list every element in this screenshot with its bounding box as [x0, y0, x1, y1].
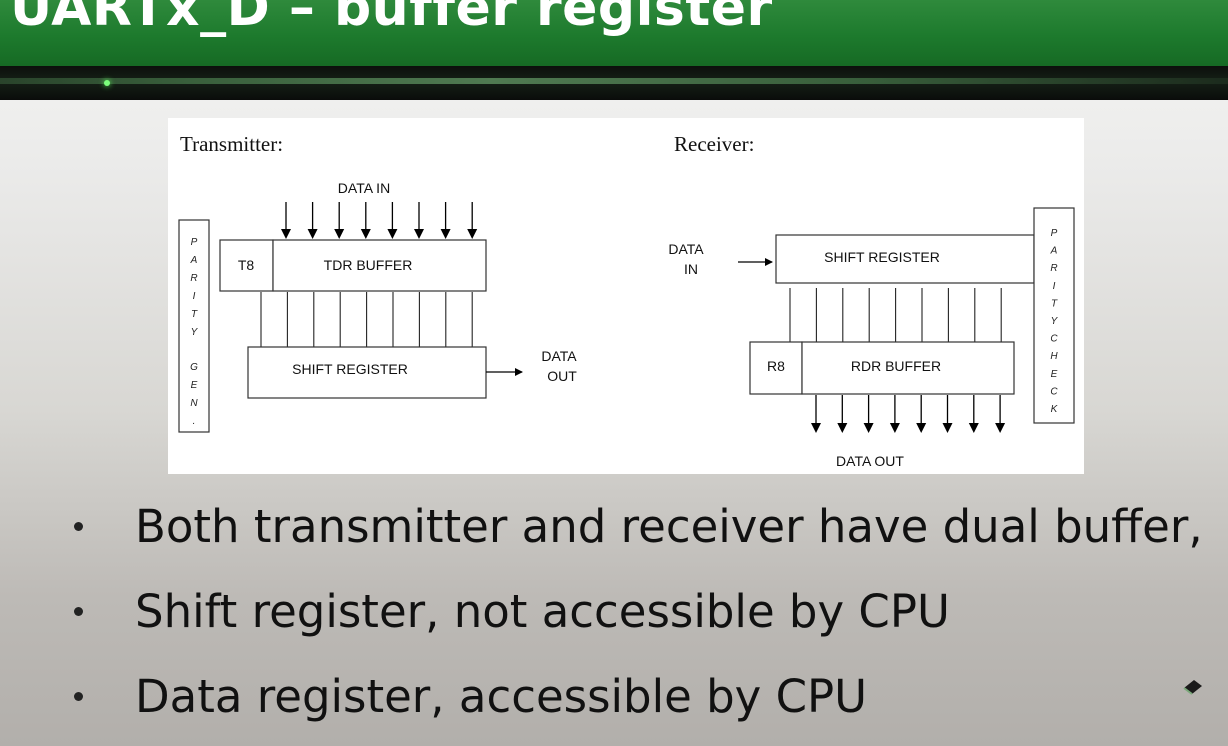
rx-parity-letter: R — [1050, 263, 1057, 274]
r8-box — [749, 341, 803, 395]
receiver-heading: Receiver: — [674, 132, 754, 156]
rx-data-in-label-1: DATA — [668, 241, 704, 257]
rx-data-in-label-2: IN — [684, 261, 698, 277]
tx-data-in-arrow-head — [334, 229, 345, 239]
tx-data-in-arrow-head — [281, 229, 291, 239]
bullet-dot — [74, 607, 83, 616]
tdr-buffer-label: TDR BUFFER — [324, 257, 413, 273]
tx-data-in-arrow-head — [307, 229, 318, 239]
t8-label: T8 — [238, 257, 255, 273]
glow-dot — [104, 80, 110, 86]
bullet-text: Data register, accessible by CPU — [135, 670, 868, 723]
rdr-buffer-box — [801, 341, 1015, 395]
tx-shift-register-box — [247, 346, 487, 399]
rx-parallel-lines — [789, 288, 1002, 342]
tx-parity-letter: P — [191, 237, 198, 248]
rx-data-out-label: DATA OUT — [836, 453, 904, 469]
decorative-band — [0, 66, 1228, 100]
rx-data-out-arrows — [811, 395, 1006, 433]
tx-data-in-arrows — [281, 202, 478, 239]
rx-parity-letter: P — [1051, 228, 1058, 239]
tx-parity-letter: . — [193, 416, 196, 427]
rx-parity-letter: Y — [1051, 316, 1059, 327]
r8-label: R8 — [767, 358, 785, 374]
rx-data-out-arrow-head — [916, 423, 927, 433]
rx-parity-letter: E — [1051, 369, 1058, 380]
rx-parity-letter: I — [1053, 281, 1056, 292]
tx-parity-gen-box — [178, 219, 210, 433]
rx-data-out-arrow-head — [811, 423, 821, 433]
rdr-buffer-label: RDR BUFFER — [851, 358, 941, 374]
tx-data-in-arrow-head — [440, 229, 451, 239]
tx-data-in-label: DATA IN — [338, 180, 390, 196]
bullet-text: Both transmitter and receiver have dual … — [135, 500, 1203, 553]
rx-parity-letter: H — [1050, 351, 1058, 362]
tx-parity-letter: T — [191, 309, 198, 320]
rx-data-out-arrow-head — [995, 423, 1006, 433]
rx-data-out-arrow-head — [889, 423, 900, 433]
rx-parity-letter: K — [1051, 404, 1059, 415]
rx-shift-register-box — [775, 234, 1035, 284]
light-streak — [0, 78, 1228, 84]
tdr-buffer-box — [272, 239, 487, 292]
tx-parity-letter: Y — [191, 327, 199, 338]
transmitter-heading: Transmitter: — [180, 132, 283, 156]
bullet-dot — [74, 692, 83, 701]
rx-data-out-arrow-head — [863, 423, 874, 433]
tx-shift-register-label: SHIFT REGISTER — [292, 361, 408, 377]
tx-data-in-arrow-head — [467, 229, 478, 239]
rx-data-out-arrow-head — [968, 423, 979, 433]
slide-title: UARTx_D – buffer register — [10, 0, 773, 38]
rx-shift-register-label: SHIFT REGISTER — [824, 249, 940, 265]
rx-data-out-arrow-head — [942, 423, 953, 433]
tx-parallel-lines — [260, 292, 473, 347]
rx-parity-letter: A — [1050, 246, 1058, 257]
tx-data-out-label-1: DATA — [541, 348, 577, 364]
bullet-dot — [74, 522, 83, 531]
tx-parity-letter: G — [190, 362, 198, 373]
tx-parity-letter: E — [191, 380, 198, 391]
bullet-text: Shift register, not accessible by CPU — [135, 585, 950, 638]
rx-parity-check-box — [1033, 207, 1075, 424]
tx-data-in-arrow-head — [387, 229, 398, 239]
tx-parity-letter: N — [190, 398, 198, 409]
rx-parity-letter: C — [1050, 334, 1058, 345]
rx-parity-letter: T — [1051, 298, 1058, 309]
title-bar: UARTx_D – buffer register — [0, 0, 1228, 66]
rx-parity-letter: C — [1050, 386, 1058, 397]
pen-icon[interactable] — [1180, 676, 1212, 698]
rx-data-out-arrow-head — [837, 423, 848, 433]
tx-parity-letter: A — [190, 255, 198, 266]
tx-data-out-label-2: OUT — [547, 368, 577, 384]
tx-data-in-arrow-head — [414, 229, 424, 239]
tx-parity-letter: I — [193, 291, 196, 302]
t8-box — [219, 239, 274, 292]
tx-data-in-arrow-head — [360, 229, 371, 239]
tx-parity-letter: R — [190, 273, 197, 284]
